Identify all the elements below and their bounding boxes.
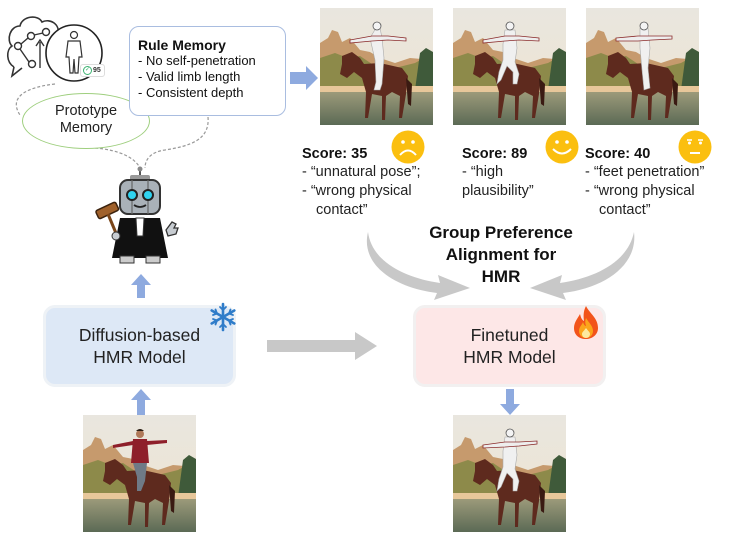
snowflake-icon — [210, 302, 236, 332]
base-model-line1: Diffusion-based — [78, 325, 201, 345]
robot-judge-icon — [95, 166, 179, 264]
input-photo — [83, 415, 196, 532]
feedback-line: - “wrong physical — [302, 183, 412, 199]
finetuned-model-line2: HMR Model — [463, 347, 556, 367]
fire-icon — [574, 306, 598, 339]
prototype-memory-line2: Memory — [59, 120, 113, 136]
arrow-up-blue — [131, 274, 151, 298]
arrow-up-blue-input — [131, 389, 151, 415]
feedback-line: contact” — [316, 202, 368, 218]
alignment-line3: HMR — [481, 267, 521, 286]
score-label: Score: 35 — [302, 146, 368, 162]
prototype-badge-value: 95 — [93, 67, 101, 74]
rule-memory-box: Rule Memory - No self-penetration - Vali… — [129, 26, 286, 116]
rule-item: - Valid limb length — [138, 69, 241, 84]
candidate-photo-3 — [586, 8, 699, 125]
prototype-memory-ellipse — [22, 93, 150, 149]
arrow-right-blue — [290, 66, 318, 90]
prototype-memory-line1: Prototype — [54, 103, 118, 119]
diffusion-hmr-model-box: Diffusion-based HMR Model — [43, 305, 236, 387]
base-model-line2: HMR Model — [93, 347, 186, 367]
feedback-line: - “feet penetration” — [585, 164, 705, 180]
sad-face-icon — [391, 130, 425, 164]
finetuned-model-line1: Finetuned — [470, 325, 549, 345]
score-label: Score: 40 — [585, 146, 651, 162]
feedback-line: - “unnatural pose”; — [302, 164, 421, 180]
check-icon: ✓ — [83, 66, 92, 75]
rule-memory-title: Rule Memory — [138, 37, 226, 53]
candidate-photo-2 — [453, 8, 566, 125]
candidate-score-block-3: Score: 40 - “feet penetration” - “wrong … — [585, 145, 704, 220]
alignment-line2: Alignment for — [445, 245, 557, 264]
score-label: Score: 89 — [462, 146, 528, 162]
candidate-score-block-2: Score: 89 - “high plausibility” — [462, 145, 534, 201]
feedback-line: contact” — [599, 202, 651, 218]
alignment-line1: Group Preference — [429, 223, 573, 242]
arrow-right-gray — [267, 332, 377, 360]
feedback-line: plausibility” — [462, 183, 534, 199]
finetuned-hmr-model-box: Finetuned HMR Model — [413, 305, 606, 387]
rule-item: - Consistent depth — [138, 85, 244, 100]
arrow-down-blue-output — [500, 389, 520, 415]
neutral-face-icon — [678, 130, 712, 164]
curved-arrow-left — [366, 232, 470, 300]
group-preference-alignment-label: Group Preference Alignment for HMR — [396, 222, 606, 288]
curved-arrow-right — [530, 232, 635, 300]
feedback-line: - “wrong physical — [585, 183, 695, 199]
candidate-score-block-1: Score: 35 - “unnatural pose”; - “wrong p… — [302, 145, 420, 220]
output-photo — [453, 415, 566, 532]
prototype-memory-label: Prototype Memory — [22, 103, 150, 137]
candidate-photo-1 — [320, 8, 433, 125]
smile-face-icon — [545, 130, 579, 164]
feedback-line: - “high — [462, 164, 504, 180]
check-badge-icon: ✓ 95 — [80, 64, 105, 77]
rule-item: - No self-penetration — [138, 53, 256, 68]
